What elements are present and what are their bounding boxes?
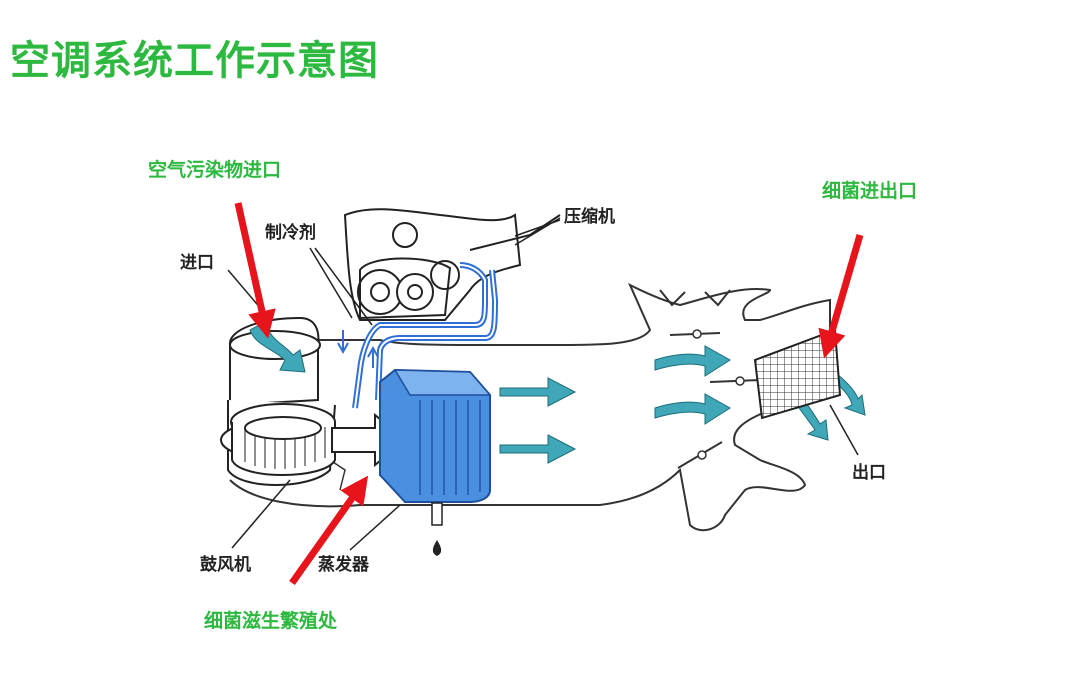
label-blower: 鼓风机 xyxy=(200,554,251,575)
compressor xyxy=(343,208,561,321)
damper-2 xyxy=(709,379,761,383)
leader-blower xyxy=(231,479,291,549)
leader-evaporator xyxy=(349,504,401,551)
label-compressor: 压缩机 xyxy=(564,206,615,227)
red-arrow-bacteria-inout xyxy=(818,234,864,359)
red-arrow-breeding xyxy=(289,475,369,586)
water-drop xyxy=(432,540,442,556)
label-pollutant-inlet: 空气污染物进口 xyxy=(148,158,281,181)
leader-compressor xyxy=(514,219,561,237)
label-inlet: 进口 xyxy=(180,253,214,273)
label-bacteria-breeding: 细菌滋生繁殖处 xyxy=(204,609,338,632)
evaporator xyxy=(379,368,492,556)
leader-outlet xyxy=(829,404,859,456)
blower xyxy=(220,316,346,486)
label-evaporator: 蒸发器 xyxy=(318,554,370,575)
page-title: 空调系统工作示意图 xyxy=(10,38,379,84)
label-refrigerant: 制冷剂 xyxy=(265,222,316,243)
leader-refrigerant-a xyxy=(309,247,353,319)
label-outlet: 出口 xyxy=(852,462,886,483)
leader-refrigerant-b xyxy=(314,247,373,326)
red-arrow-pollutant xyxy=(234,202,276,339)
vent-top xyxy=(659,289,731,307)
label-bacteria-inout: 细菌进出口 xyxy=(822,179,917,202)
leader-inlet xyxy=(227,269,263,311)
